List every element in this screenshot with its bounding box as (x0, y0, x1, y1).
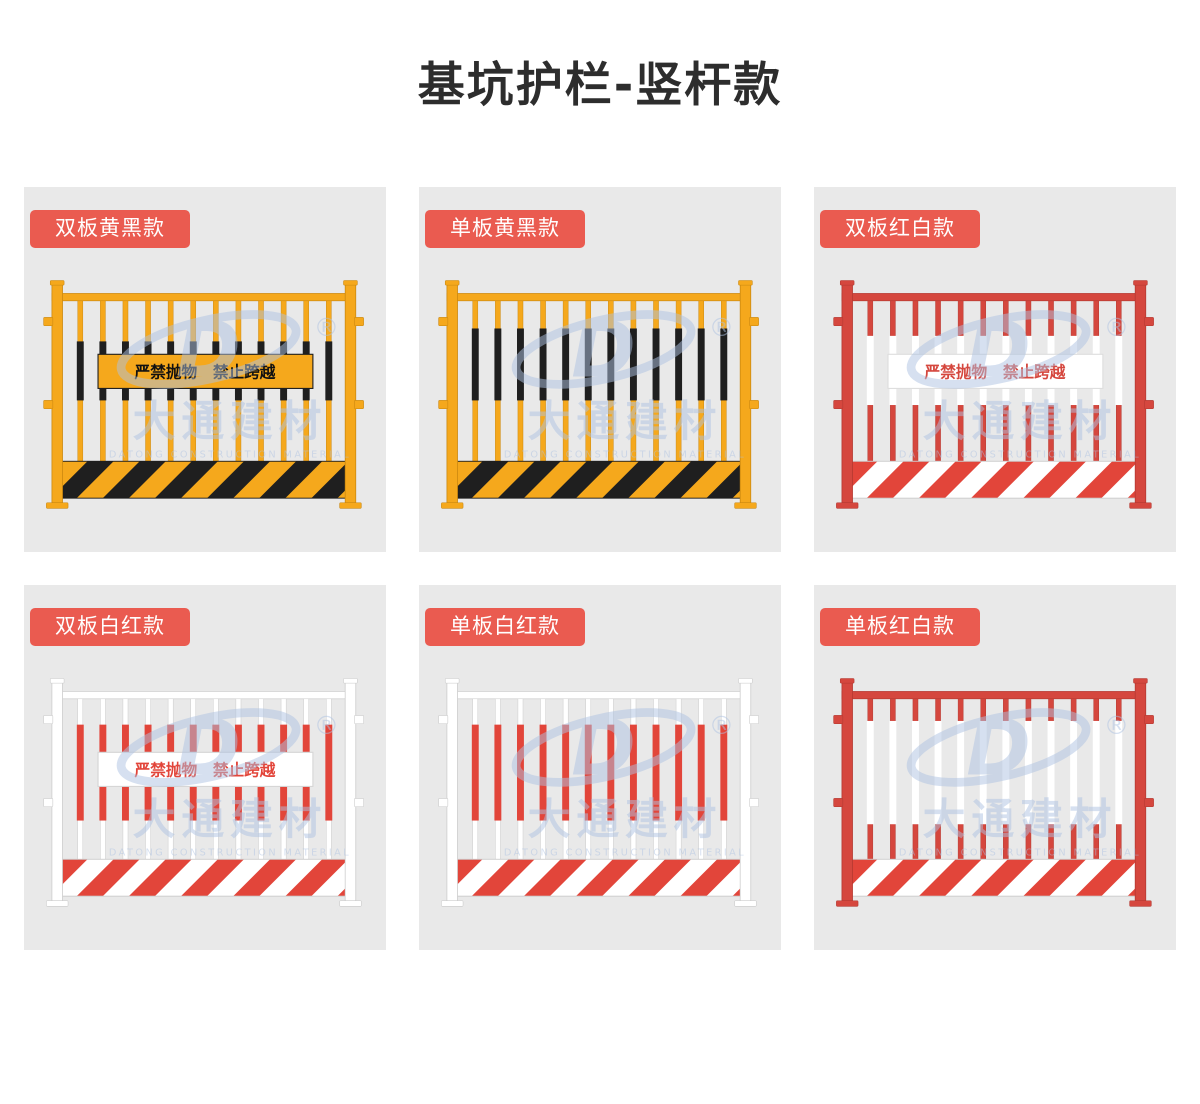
warning-plate: 严禁抛物 禁止跨越 (97, 353, 314, 389)
fence-posts (833, 280, 1154, 509)
fence-top-rail (446, 691, 751, 700)
fence-top-rail (51, 691, 356, 700)
fence-top-rail (446, 293, 751, 302)
fence-bars (77, 698, 332, 878)
fence-kick-plate (455, 460, 747, 499)
fence-top-rail (51, 293, 356, 302)
fence-posts (438, 678, 759, 907)
fence-illustration (438, 678, 759, 907)
fence-illustration: 严禁抛物 禁止跨越 (833, 280, 1154, 509)
fence-posts (438, 280, 759, 509)
fence-top-rail (841, 691, 1146, 700)
fence-bars (472, 698, 727, 878)
fence-bars (472, 300, 727, 480)
warning-plate-text: 严禁抛物 禁止跨越 (925, 362, 1066, 381)
fence-bars (867, 698, 1122, 878)
variant-badge: 双板红白款 (820, 210, 980, 248)
variant-badge: 单板黄黑款 (425, 210, 585, 248)
fence-area: 严禁抛物 禁止跨越 (39, 673, 371, 915)
fence-illustration (438, 280, 759, 509)
variant-badge: 双板白红款 (30, 608, 190, 646)
warning-plate: 严禁抛物 禁止跨越 (887, 353, 1104, 389)
fence-area (434, 275, 766, 517)
fence-illustration (833, 678, 1154, 907)
fence-posts (833, 678, 1154, 907)
fence-bars (867, 300, 1122, 480)
fence-kick-plate (850, 858, 1142, 897)
fence-area: 严禁抛物 禁止跨越 (39, 275, 371, 517)
fence-posts (43, 280, 364, 509)
fence-bar-accents (471, 724, 728, 821)
fence-posts (43, 678, 364, 907)
fence-illustration: 严禁抛物 禁止跨越 (43, 678, 364, 907)
warning-plate-text: 严禁抛物 禁止跨越 (135, 362, 276, 381)
fence-kick-plate (455, 858, 747, 897)
fence-kick-plate (60, 460, 352, 499)
fence-illustration: 严禁抛物 禁止跨越 (43, 280, 364, 509)
page-title: 基坑护栏-竖杆款 (417, 58, 783, 113)
fence-area (434, 673, 766, 915)
fence-bar-accents (866, 720, 1123, 825)
fence-kick-plate (60, 858, 352, 897)
fence-bars (77, 300, 332, 480)
warning-plate: 严禁抛物 禁止跨越 (97, 751, 314, 787)
fence-top-rail (841, 293, 1146, 302)
fence-bar-accents (471, 328, 728, 401)
fence-area: 严禁抛物 禁止跨越 (829, 275, 1161, 517)
fence-area (829, 673, 1161, 915)
variant-badge: 双板黄黑款 (30, 210, 190, 248)
fence-kick-plate (850, 460, 1142, 499)
variant-badge: 单板红白款 (820, 608, 980, 646)
warning-plate-text: 严禁抛物 禁止跨越 (135, 760, 276, 779)
variant-badge: 单板白红款 (425, 608, 585, 646)
